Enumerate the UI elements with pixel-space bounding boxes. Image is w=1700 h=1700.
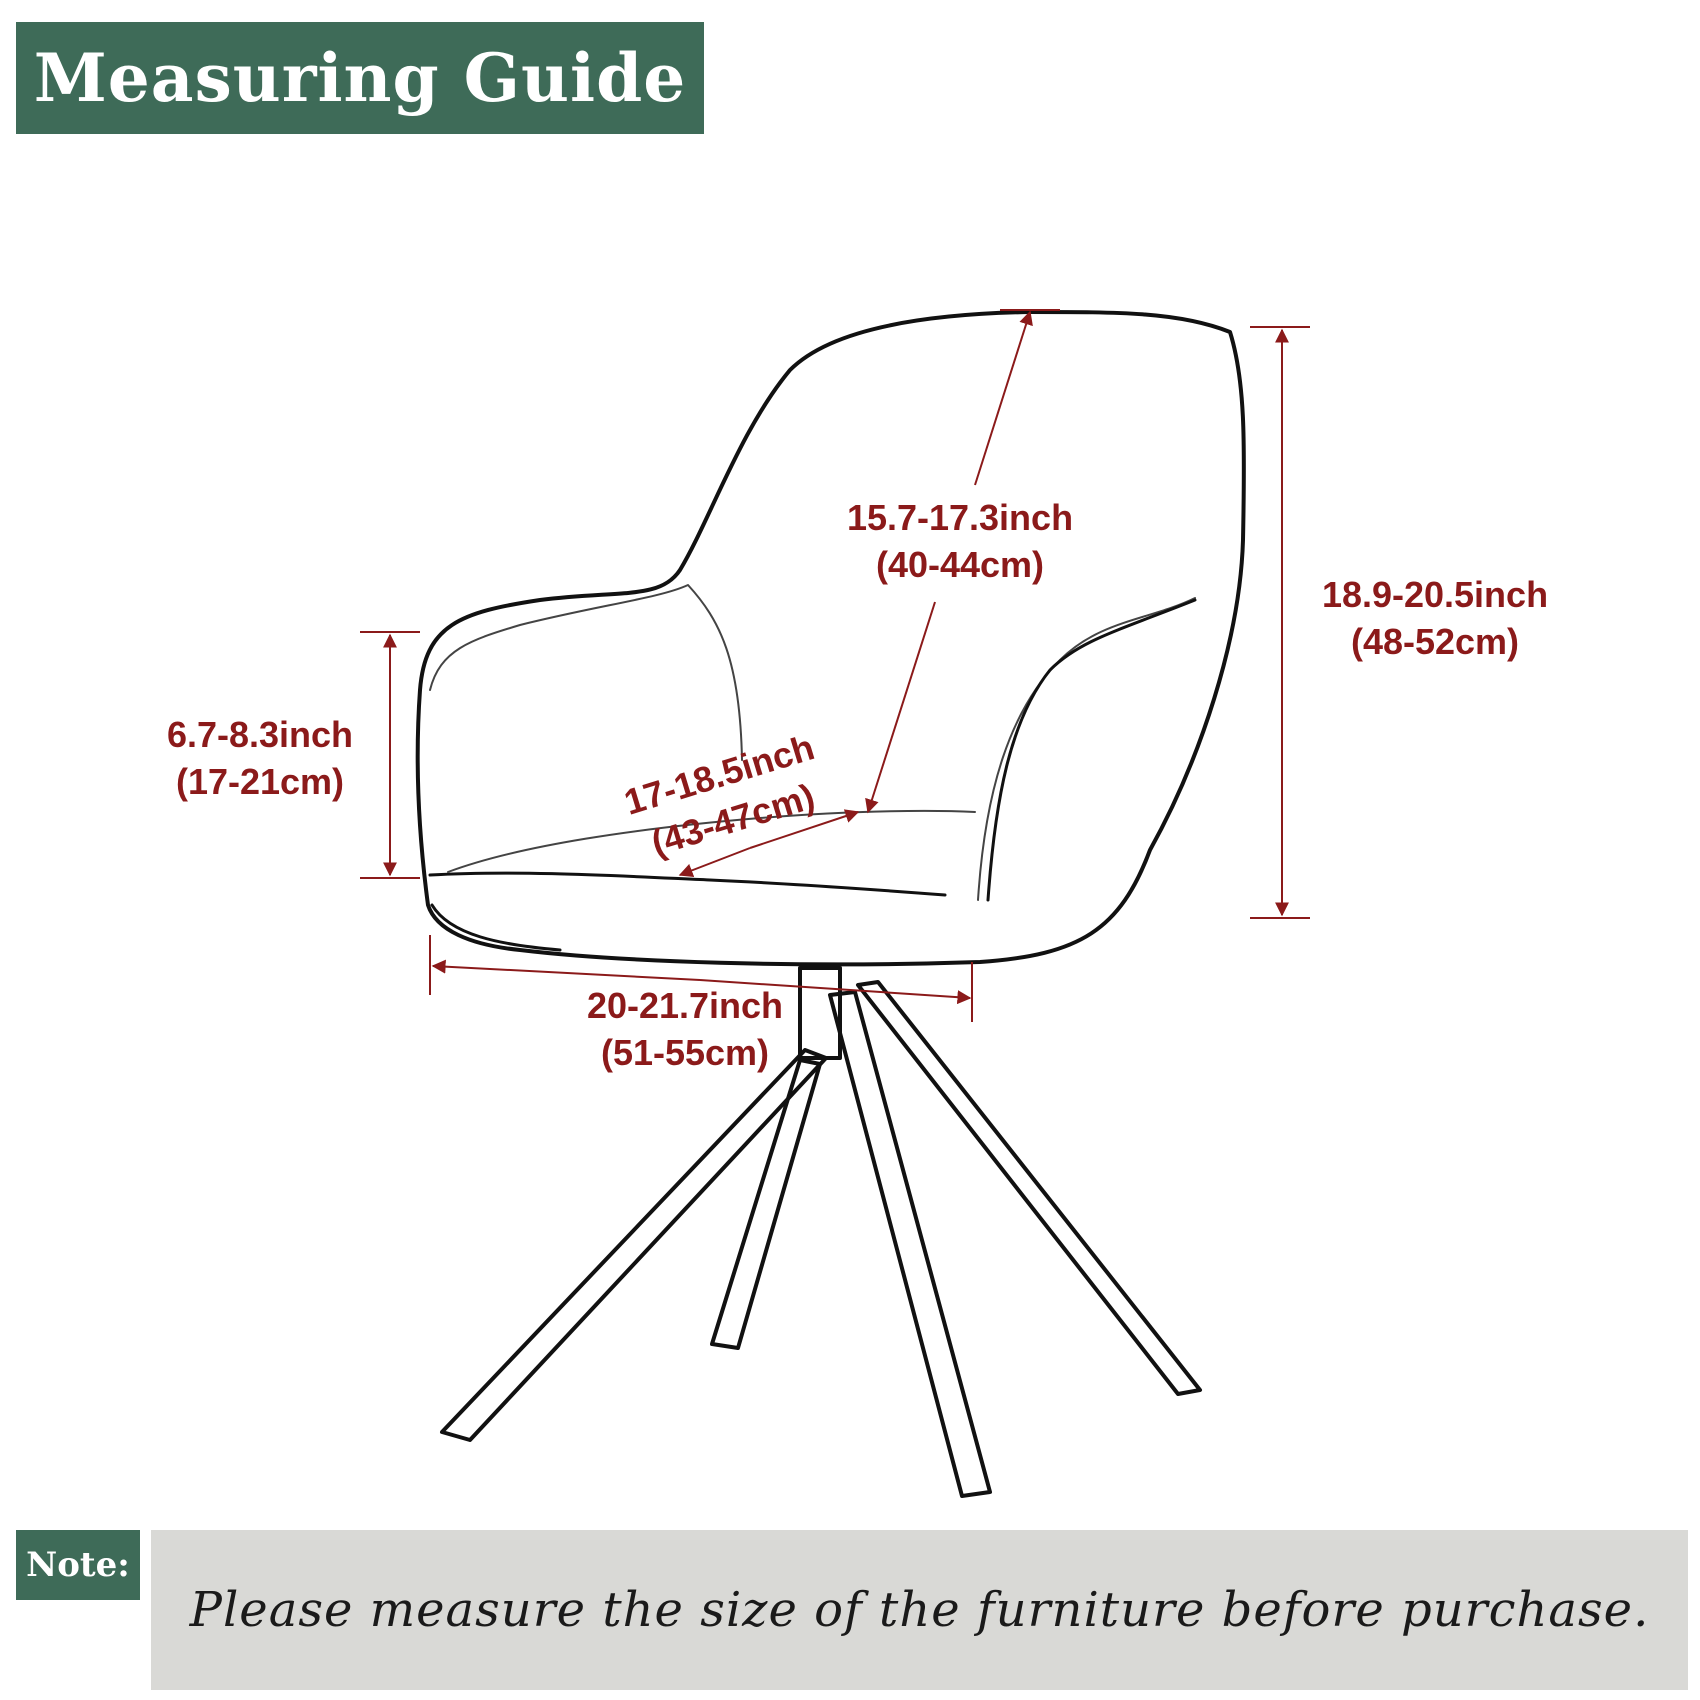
dimension-lines bbox=[360, 309, 1310, 1022]
chair-back-outline bbox=[415, 310, 1246, 967]
label-arm-height-cm: (17-21cm) bbox=[175, 761, 345, 802]
leg-back-right bbox=[856, 980, 1202, 1396]
label-back-height-inch: 15.7-17.3inch bbox=[846, 497, 1074, 538]
label-seat-width-cm: (51-55cm) bbox=[600, 1032, 770, 1073]
note-badge: Note: bbox=[16, 1530, 140, 1600]
label-seat-width: 20-21.7inch (51-55cm) bbox=[570, 982, 800, 1076]
note-box: Please measure the size of the furniture… bbox=[151, 1530, 1688, 1690]
swivel-column bbox=[798, 966, 842, 1060]
right-arm-outer bbox=[986, 598, 1197, 902]
label-back-height-cm: (40-44cm) bbox=[875, 544, 1045, 585]
leg-front-right bbox=[828, 990, 992, 1498]
chair-legs bbox=[440, 966, 1202, 1498]
dim-seat-depth-line bbox=[749, 809, 860, 849]
note-label: Note: bbox=[26, 1545, 130, 1585]
chair-outline bbox=[415, 310, 1246, 967]
seat-front bbox=[428, 871, 947, 897]
label-back-height: 15.7-17.3inch (40-44cm) bbox=[830, 494, 1090, 588]
label-seat-width-inch: 20-21.7inch bbox=[586, 985, 784, 1026]
label-arm-height: 6.7-8.3inch (17-21cm) bbox=[140, 711, 380, 805]
dim-seat-width-line bbox=[431, 959, 701, 981]
title-banner: Measuring Guide bbox=[16, 22, 704, 134]
seat-bottom bbox=[430, 903, 562, 952]
dim-back-height-upper bbox=[974, 310, 1033, 486]
dim-seat-depth-line-lower bbox=[678, 847, 751, 877]
note-text: Please measure the size of the furniture… bbox=[189, 1582, 1650, 1638]
dim-back-height-lower bbox=[865, 601, 936, 814]
page-title: Measuring Guide bbox=[33, 39, 687, 117]
left-arm-inner bbox=[429, 584, 743, 761]
label-total-height-cm: (48-52cm) bbox=[1350, 621, 1520, 662]
leg-back-left bbox=[710, 1058, 822, 1350]
seat-back bbox=[447, 809, 976, 873]
label-total-height: 18.9-20.5inch (48-52cm) bbox=[1305, 571, 1565, 665]
leg-front-left bbox=[440, 1048, 828, 1442]
label-total-height-inch: 18.9-20.5inch bbox=[1321, 574, 1549, 615]
label-arm-height-inch: 6.7-8.3inch bbox=[166, 714, 354, 755]
dim-seat-width-line-right bbox=[699, 979, 972, 1005]
